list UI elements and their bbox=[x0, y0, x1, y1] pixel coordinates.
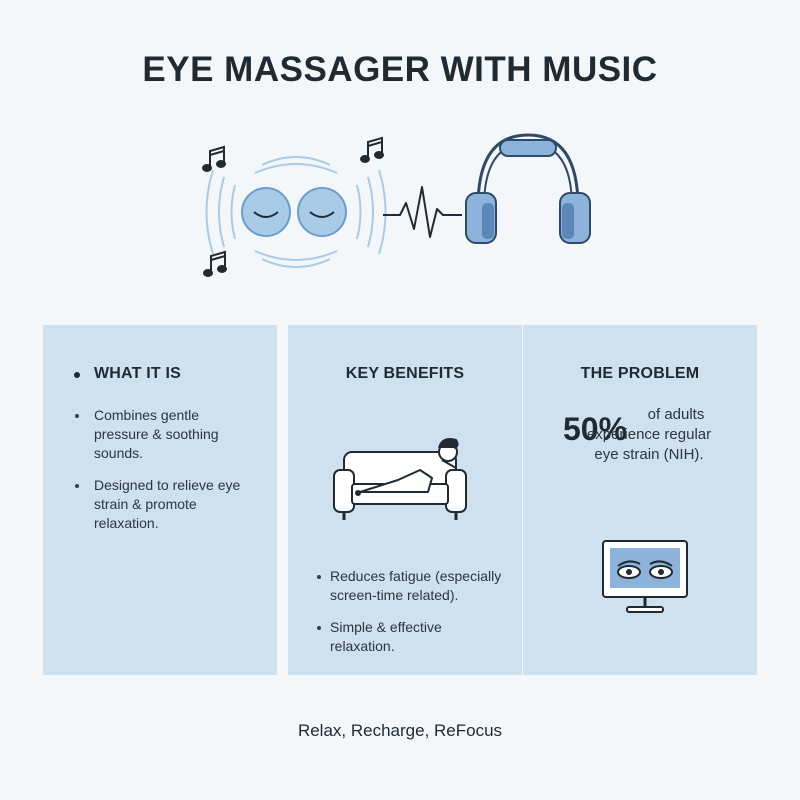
bullet-dot bbox=[317, 575, 321, 579]
footer-tagline: Relax, Recharge, ReFocus bbox=[297, 721, 503, 740]
page-title: EYE MASSAGER WITH MUSIC bbox=[142, 50, 658, 89]
bullet-dot bbox=[75, 484, 79, 488]
music-note-icon bbox=[360, 136, 384, 163]
bullet-text: Designed to relieve eye strain & promote… bbox=[94, 477, 241, 531]
person-on-couch-icon bbox=[333, 438, 467, 520]
panel-heading: KEY BENEFITS bbox=[345, 365, 465, 382]
music-note-icon bbox=[202, 145, 226, 172]
panel-the-problem: THE PROBLEM 50% of adults experience reg… bbox=[523, 325, 757, 675]
sound-wave-icon bbox=[383, 186, 462, 238]
heading-bullet bbox=[74, 372, 80, 378]
bullet-text: Combines gentle pressure & soothing soun… bbox=[94, 407, 219, 461]
panel-key-benefits: KEY BENEFITS Reduces fatigue (especially… bbox=[288, 325, 522, 675]
stat-value: 50% bbox=[563, 411, 628, 447]
bullet-dot bbox=[75, 414, 79, 418]
headphones-icon bbox=[465, 133, 591, 244]
hero-illustration bbox=[202, 133, 591, 277]
bullet-dot bbox=[317, 626, 321, 630]
stat-text: of adults experience regular eye strain … bbox=[586, 406, 712, 463]
music-note-icon bbox=[203, 250, 227, 277]
bullet-text: Reduces fatigue (especially screen-time … bbox=[330, 568, 502, 603]
panel-heading: WHAT IT IS bbox=[94, 365, 182, 382]
panel-what-it-is: WHAT IT IS Combines gentle pressure & so… bbox=[43, 325, 277, 675]
monitor-tired-eyes-icon bbox=[602, 540, 688, 613]
bullet-text: Simple & effective relaxation. bbox=[330, 619, 442, 654]
eye-massager-icon bbox=[205, 156, 387, 268]
panel-heading: THE PROBLEM bbox=[580, 365, 700, 382]
